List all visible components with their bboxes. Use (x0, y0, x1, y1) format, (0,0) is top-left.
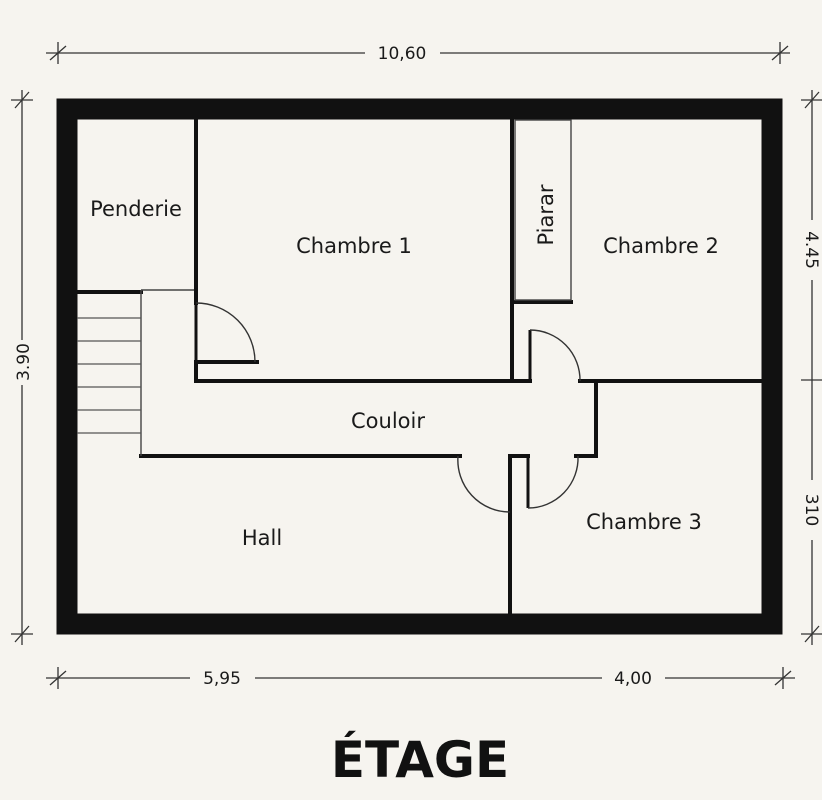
room-label-chambre3: Chambre 3 (586, 510, 702, 534)
door-chambre3 (526, 455, 579, 509)
thin-outlines (140, 119, 572, 456)
room-label-chambre2: Chambre 2 (603, 234, 719, 258)
room-label-penderie: Penderie (90, 197, 182, 221)
door-hall (457, 455, 512, 513)
door-chambre1 (194, 302, 256, 363)
room-label-hall: Hall (242, 526, 282, 550)
room-label-couloir: Couloir (351, 409, 425, 433)
dimension-lines (11, 42, 822, 689)
door-chambre2 (528, 329, 581, 382)
interior-walls (75, 118, 764, 615)
dimension-left-height: 3.90 (14, 343, 34, 381)
dimension-right-upper: 4.45 (801, 231, 821, 269)
dimension-right-lower: 310 (801, 494, 821, 526)
dimension-bottom-right: 4,00 (614, 669, 652, 689)
room-label-chambre1: Chambre 1 (296, 234, 412, 258)
plan-title: ÉTAGE (331, 730, 509, 789)
dimension-top-width: 10,60 (378, 44, 427, 64)
dimension-bottom-left: 5,95 (203, 669, 241, 689)
outer-wall (56, 98, 783, 635)
doors (194, 302, 581, 513)
staircase (77, 317, 141, 434)
room-label-piarar: Piarar (534, 184, 558, 245)
